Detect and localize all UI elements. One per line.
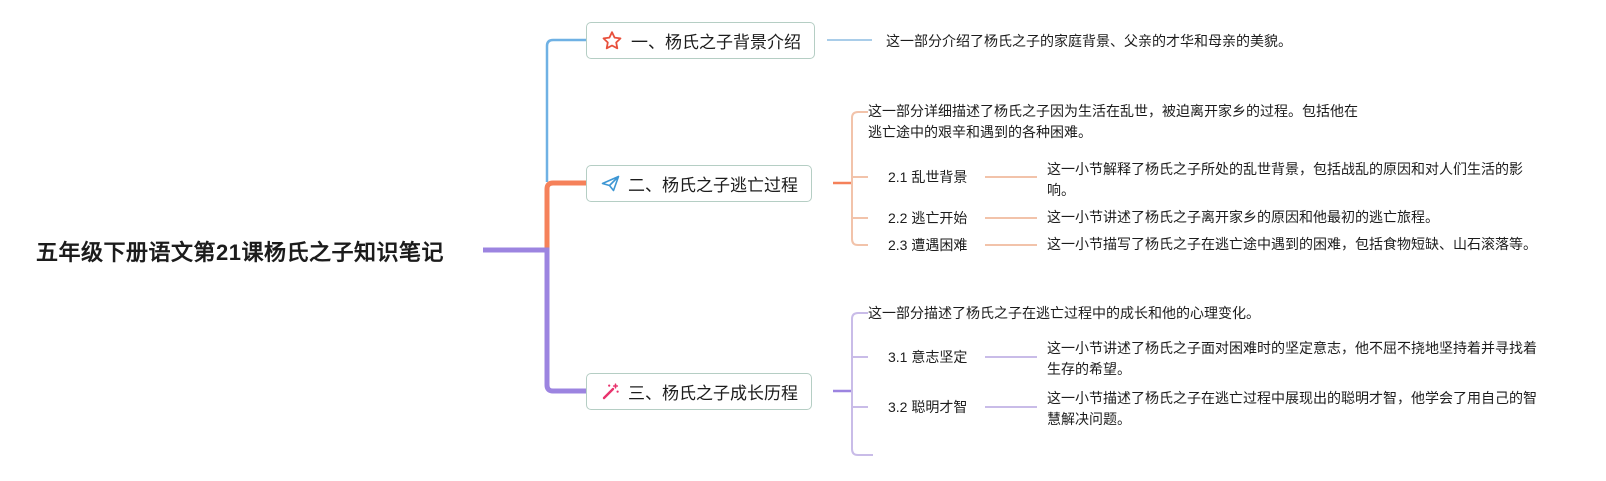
subtopic-2-2-label[interactable]: 2.2 逃亡开始 — [888, 210, 968, 226]
topic-branch1[interactable]: 一、杨氏之子背景介绍 — [586, 22, 815, 59]
topic-branch1-label: 一、杨氏之子背景介绍 — [631, 33, 801, 52]
root-topic[interactable]: 五年级下册语文第21课杨氏之子知识笔记 — [36, 240, 444, 265]
subtopic-3-2-label[interactable]: 3.2 聪明才智 — [888, 399, 968, 415]
topic-branch2[interactable]: 二、杨氏之子逃亡过程 — [586, 165, 812, 202]
branch1-connector — [545, 38, 588, 182]
topic-branch3[interactable]: 三、杨氏之子成长历程 — [586, 373, 812, 410]
branch2-spine — [851, 111, 868, 246]
subtopic-3-1-label[interactable]: 3.1 意志坚定 — [888, 349, 968, 365]
subtopic-2-3-description[interactable]: 这一小节描写了杨氏之子在逃亡途中遇到的困难，包括食物短缺、山石滚落等。 — [1047, 236, 1537, 252]
branch1-description[interactable]: 这一部分介绍了杨氏之子的家庭背景、父亲的才华和母亲的美貌。 — [886, 33, 1292, 49]
subtopic-2-1-description[interactable]: 这一小节解释了杨氏之子所处的乱世背景，包括战乱的原因和对人们生活的影 响。 — [1047, 161, 1523, 198]
topic-branch3-label: 三、杨氏之子成长历程 — [628, 384, 798, 403]
topic-branch2-label: 二、杨氏之子逃亡过程 — [628, 176, 798, 195]
star-icon — [600, 29, 624, 53]
branch3-connector — [483, 247, 588, 394]
subtopic-3-1-description[interactable]: 这一小节讲述了杨氏之子面对困难时的坚定意志，他不屈不挠地坚持着并寻找着 生存的希… — [1047, 340, 1537, 377]
subtopic-2-2-description[interactable]: 这一小节讲述了杨氏之子离开家乡的原因和他最初的逃亡旅程。 — [1047, 209, 1439, 225]
subtopic-2-1-label[interactable]: 2.1 乱世背景 — [888, 169, 968, 185]
subtopic-3-2-description[interactable]: 这一小节描述了杨氏之子在逃亡过程中展现出的聪明才智，他学会了用自己的智 慧解决问… — [1047, 390, 1537, 427]
branch3-description[interactable]: 这一部分描述了杨氏之子在逃亡过程中的成长和他的心理变化。 — [868, 305, 1260, 321]
branch2-connector — [544, 180, 588, 250]
branch3-spine — [851, 312, 873, 456]
branch2-description[interactable]: 这一部分详细描述了杨氏之子因为生活在乱世，被迫离开家乡的过程。包括他在 逃亡途中… — [868, 103, 1358, 140]
magic-wand-icon — [600, 381, 621, 402]
paper-plane-icon — [600, 173, 621, 194]
subtopic-2-3-label[interactable]: 2.3 遭遇困难 — [888, 237, 968, 253]
